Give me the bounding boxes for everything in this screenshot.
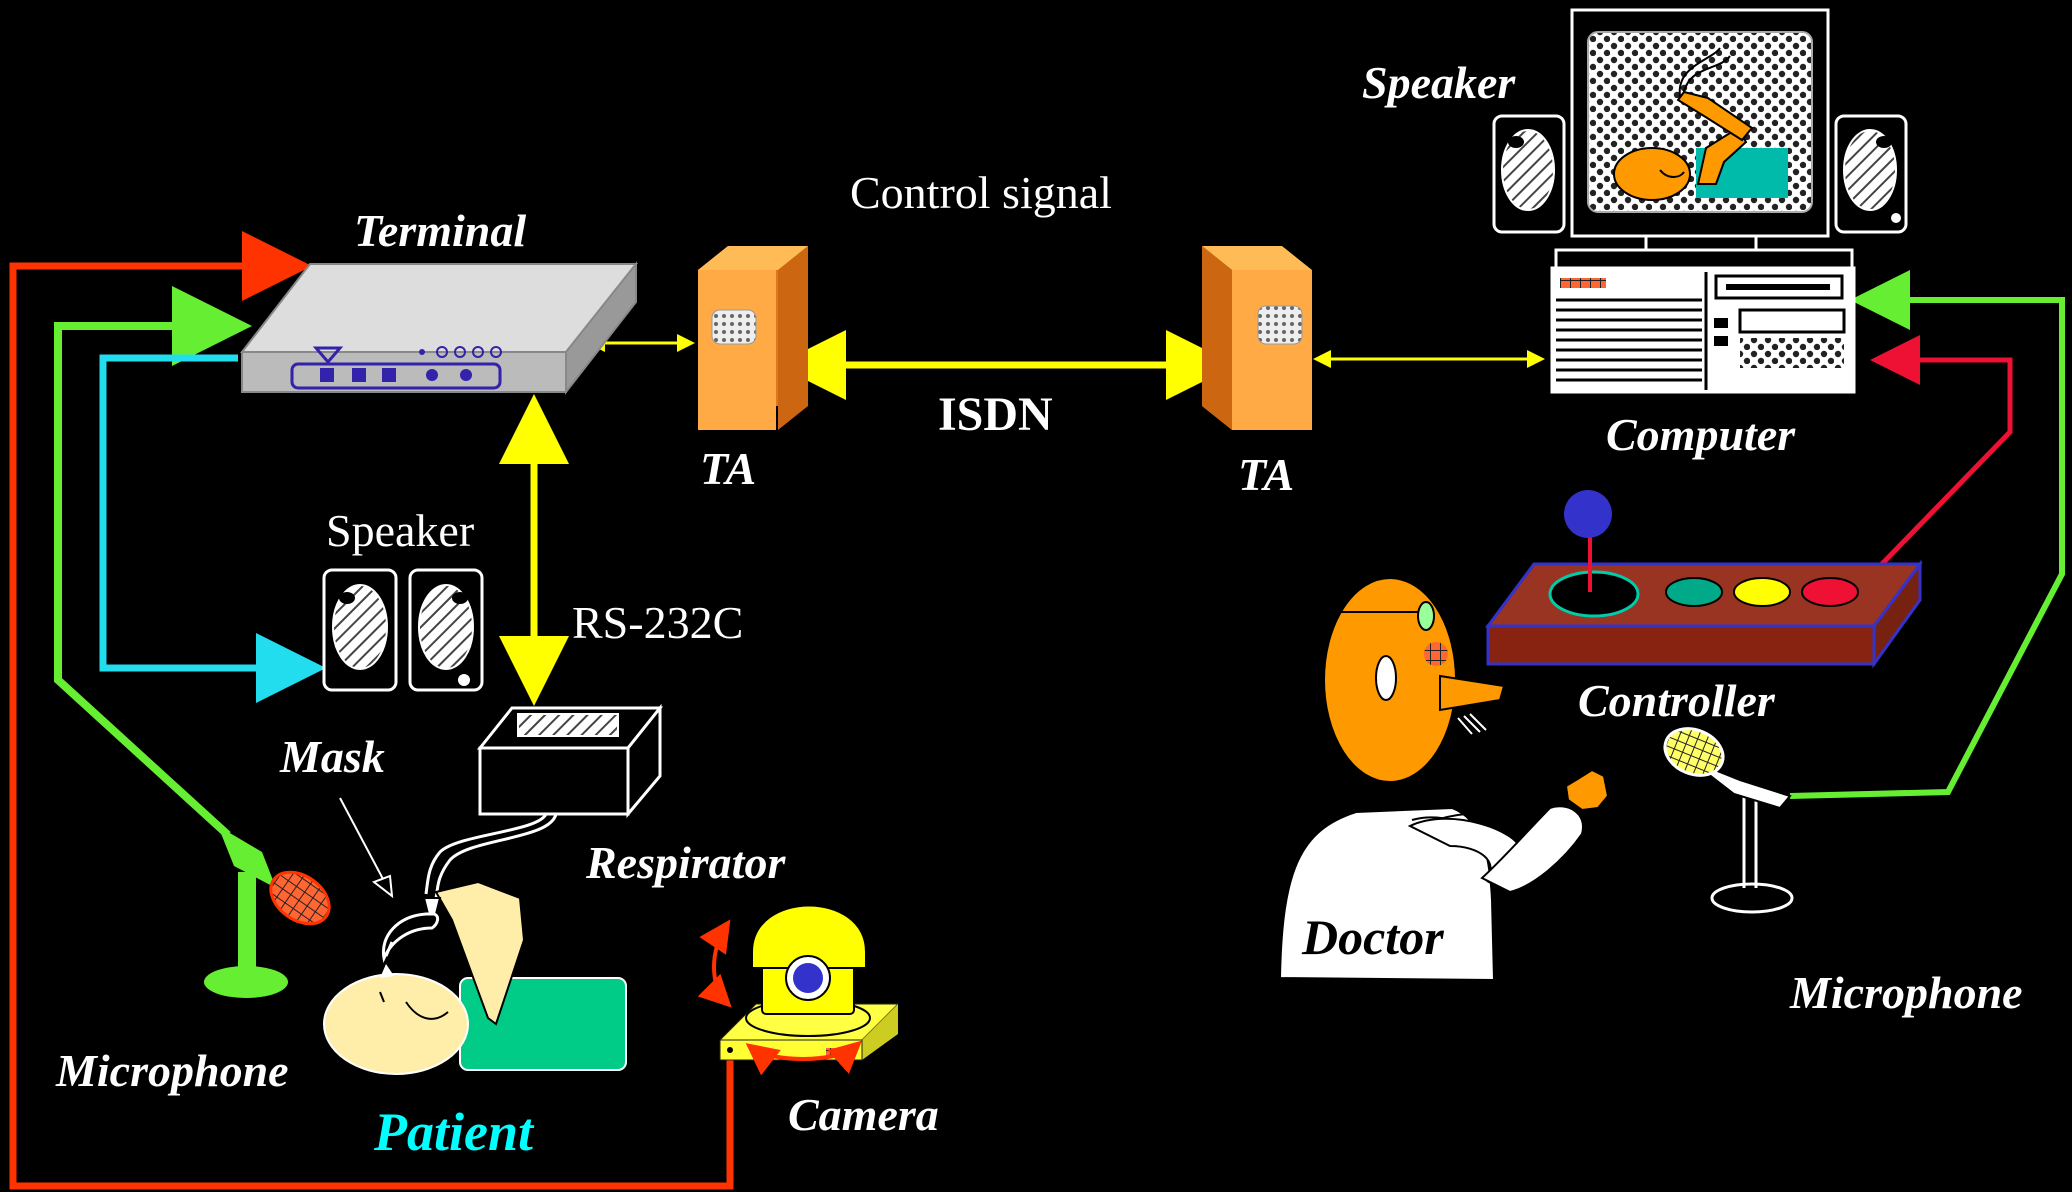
label-ta-right: TA (1238, 449, 1294, 500)
label-rs232c: RS-232C (572, 597, 743, 648)
label-patient: Patient (373, 1102, 535, 1162)
ta-right-device (1202, 246, 1312, 430)
label-respirator: Respirator (585, 837, 786, 888)
computer-device (1550, 8, 1856, 394)
patient-microphone (204, 826, 331, 998)
label-microphone-right: Microphone (1789, 967, 2023, 1018)
controller-device (1485, 490, 1923, 669)
label-mask: Mask (279, 731, 385, 782)
respirator-device (424, 703, 664, 899)
patient-microphone-line (54, 286, 252, 838)
patient-figure (323, 880, 627, 1075)
ta-left-device (698, 246, 808, 430)
label-microphone-left: Microphone (55, 1045, 289, 1096)
label-controller: Controller (1578, 675, 1776, 726)
label-doctor: Doctor (1301, 909, 1444, 965)
patient-speakers (322, 568, 484, 692)
label-control-signal: Control signal (850, 167, 1112, 218)
controller-signal-line (1870, 335, 2013, 568)
terminal-device (239, 261, 639, 395)
camera-device (697, 904, 900, 1076)
mask-pointer-head (371, 874, 394, 899)
label-camera: Camera (788, 1089, 939, 1140)
label-computer: Computer (1606, 409, 1796, 460)
label-terminal: Terminal (354, 205, 526, 256)
label-speaker-right: Speaker (1362, 57, 1516, 108)
doctor-speakers (1492, 114, 1908, 234)
label-isdn: ISDN (938, 388, 1053, 441)
label-ta-left: TA (700, 443, 756, 494)
speaker-signal-line (99, 354, 326, 703)
doctor-figure (1278, 577, 1610, 982)
camera-signal-line (9, 231, 734, 1190)
doctor-microphone (1663, 727, 1794, 914)
label-speaker-left: Speaker (326, 505, 474, 556)
doctor-microphone-line (1789, 270, 2065, 799)
